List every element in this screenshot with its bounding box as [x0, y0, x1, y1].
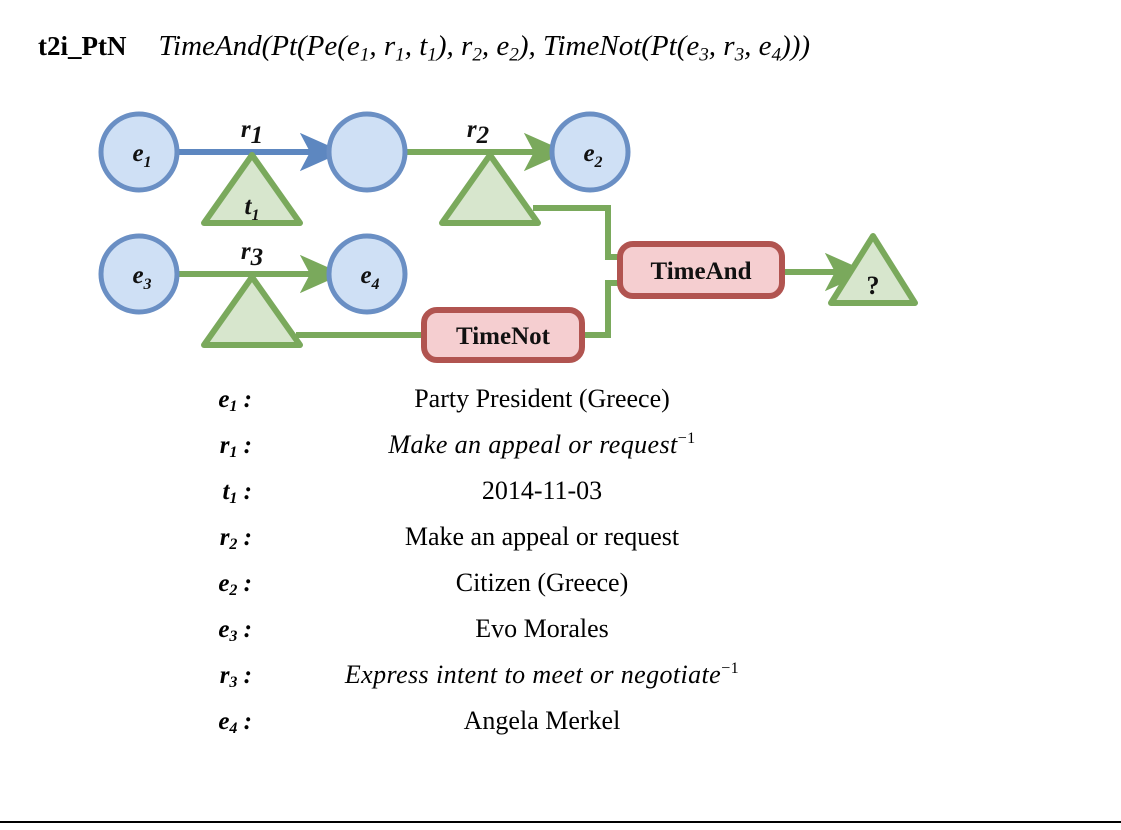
legend-value: Evo Morales [475, 614, 609, 643]
answer-node-label: ? [867, 271, 880, 300]
edge-label-r1: r1 [241, 116, 263, 149]
answer-node: ? [828, 233, 918, 306]
connector-top-to-timeand [533, 205, 622, 260]
legend-value: Party President (Greece) [414, 384, 670, 413]
variable-legend: e1 : Party President (Greece) r1 : Make an … [0, 384, 1121, 752]
legend-key: e4 : [218, 708, 252, 738]
legend-row: r1 : Make an appeal or request−1 [0, 430, 1121, 476]
query-graph-diagram: t1 ? e1 e2 [0, 92, 1000, 382]
legend-value: 2014-11-03 [481, 476, 603, 505]
operator-box-timeand-label: TimeAnd [651, 258, 752, 285]
legend-key: e3 : [218, 616, 252, 646]
operator-box-timeand: TimeAnd [617, 241, 785, 299]
connector-timenot-to-timeand [578, 280, 622, 338]
legend-key: t1 : [222, 478, 252, 508]
legend-key: e2 : [218, 570, 252, 600]
legend-key: e1 : [218, 386, 252, 416]
edge-label-r2: r2 [467, 116, 489, 149]
legend-row: e2 : Citizen (Greece) [0, 568, 1121, 614]
time-node-t1: t1 [201, 152, 303, 226]
legend-key: r2 : [219, 524, 252, 554]
time-node-top-anonymous [439, 152, 541, 226]
legend-key: r3 : [219, 662, 252, 692]
time-node-bottom-anonymous [201, 274, 303, 348]
legend-row: e3 : Evo Morales [0, 614, 1121, 660]
operator-box-timenot-label: TimeNot [456, 323, 551, 350]
legend-row: r2 : Make an appeal or request [0, 522, 1121, 568]
figure-header: t2i_PtN TimeAnd(Pt(Pe(e1, r1, t1), r2, e… [0, 30, 1121, 82]
legend-row: t1 : 2014-11-03 [0, 476, 1121, 522]
legend-key: r1 : [219, 432, 252, 462]
entity-node-anonymous [326, 111, 408, 193]
legend-value: Make an appeal or request [404, 522, 680, 551]
query-name: t2i_PtN [38, 31, 127, 61]
entity-node-e1: e1 [98, 111, 180, 193]
bottom-divider [0, 821, 1121, 823]
legend-value: Citizen (Greece) [455, 568, 629, 597]
edge-label-r3: r3 [241, 238, 263, 271]
entity-node-e3: e3 [98, 233, 180, 315]
legend-value: Make an appeal or request−1 [388, 430, 696, 459]
legend-row: e1 : Party President (Greece) [0, 384, 1121, 430]
operator-box-timenot: TimeNot [421, 307, 585, 363]
query-formula: TimeAnd(Pt(Pe(e1, r1, t1), r2, e2), Time… [158, 30, 811, 66]
legend-value: Express intent to meet or negotiate−1 [344, 660, 740, 689]
legend-value: Angela Merkel [463, 706, 621, 735]
legend-row: e4 : Angela Merkel [0, 706, 1121, 752]
legend-row: r3 : Express intent to meet or negotiate−… [0, 660, 1121, 706]
entity-node-e2: e2 [549, 111, 631, 193]
entity-node-e4: e4 [326, 233, 408, 315]
